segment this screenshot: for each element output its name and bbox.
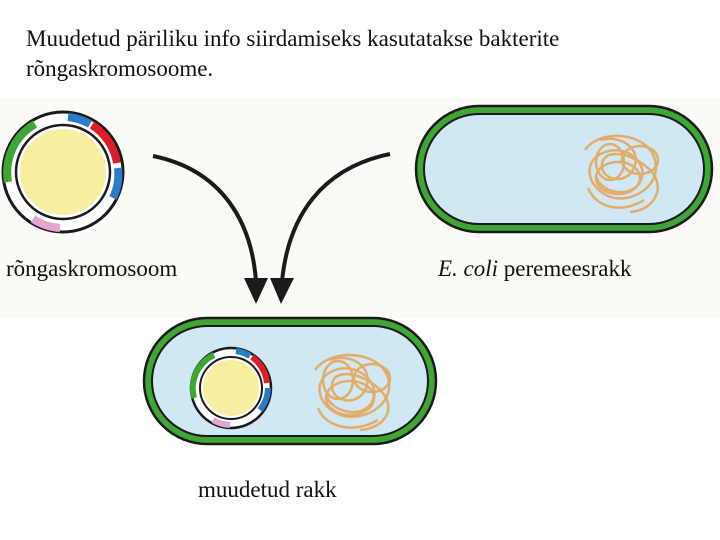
host-cell-word: peremeesrakk [503,256,632,281]
host-cell [414,104,714,234]
host-species-label: E. coli [438,256,499,281]
arrowhead-right [270,278,294,304]
modified-cell-label: muudetud rakk [198,477,337,502]
host-cell-label: E. coli peremeesrakk [438,256,632,282]
plasmid-green-segment [3,120,38,183]
arrow-from-plasmid [152,154,258,283]
host-cell-cytoplasm [423,113,705,225]
caption: Muudetud päriliku info siirdamiseks kasu… [26,26,560,81]
host-dna-tangle [583,134,660,214]
plasmid-core [20,129,106,215]
modified-dna-tangle [313,353,392,432]
ring-chromosome-label: rõngaskromosoom [6,256,178,281]
plasmid-isolated [1,110,125,234]
plasmid-blue-segment-side [109,167,123,200]
plasmid-blue-segment-top [67,113,92,128]
plasmid-red-segment [89,121,121,164]
modified-cell [142,316,438,446]
arrowhead-left [244,278,268,304]
plasmid-pink-segment [30,215,61,232]
transfer-arrows [152,152,391,304]
arrow-from-host [280,152,391,283]
plasmid-in-cell [189,346,273,430]
